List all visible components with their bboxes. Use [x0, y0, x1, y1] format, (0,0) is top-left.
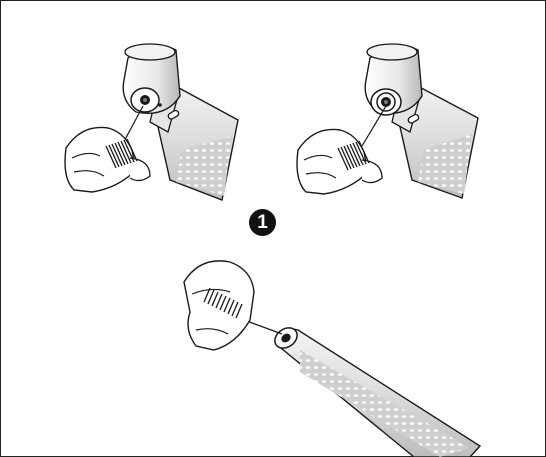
straight-handpiece-icon — [244, 320, 480, 457]
hand-with-cleaning-wire-icon — [65, 127, 150, 192]
hand-with-cleaning-wire-icon — [297, 129, 382, 194]
hand-with-cleaning-wire-icon — [184, 261, 254, 350]
step-number-badge: 1 — [249, 209, 276, 236]
